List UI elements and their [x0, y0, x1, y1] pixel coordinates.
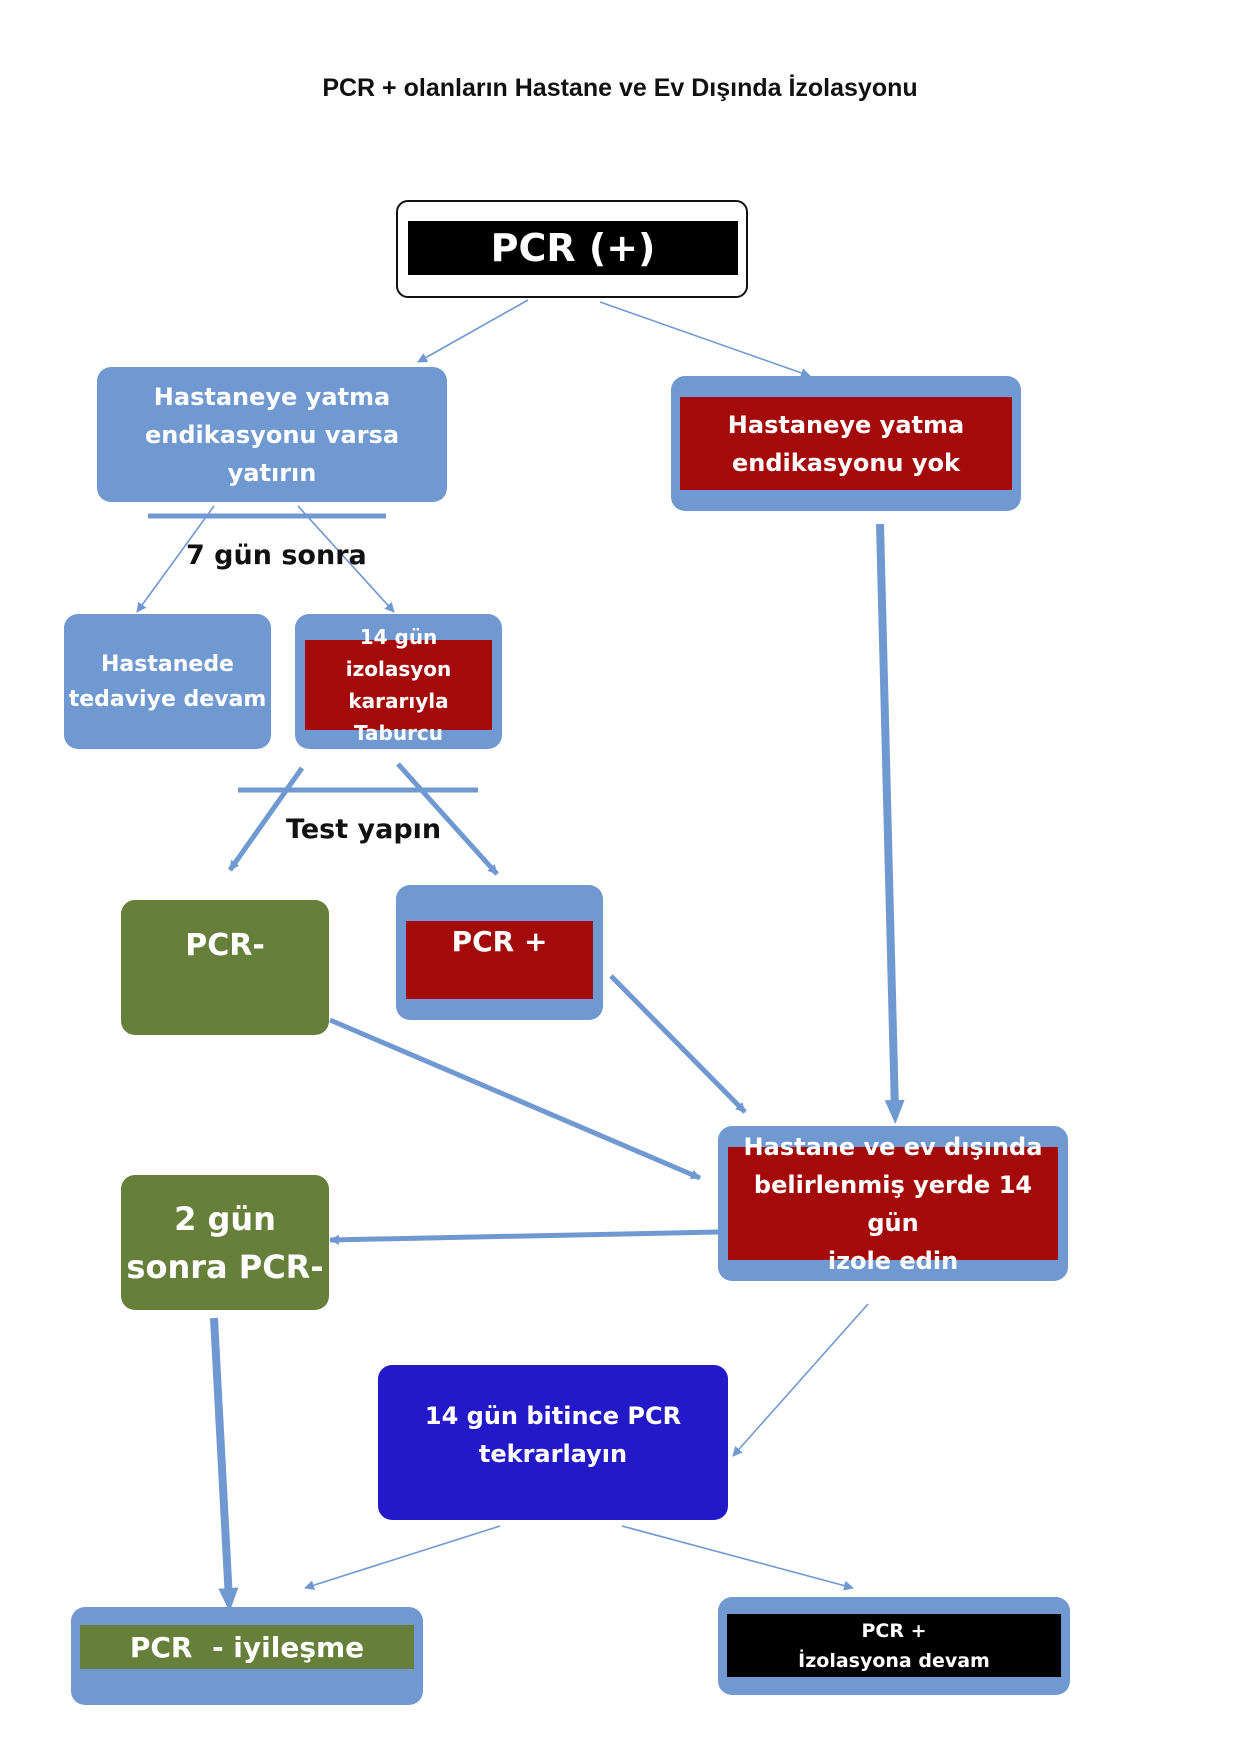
hospitalize-node: Hastaneye yatma endikasyonu varsa yatırı… [97, 367, 447, 502]
recovery-label: PCR - iyileşme [80, 1625, 414, 1669]
no-indication-label: Hastaneye yatma endikasyonu yok [680, 397, 1012, 490]
arrow-isolate-to-repeat [732, 1303, 869, 1457]
pcr-plus-node: PCR + [396, 885, 603, 1020]
arrow-no-indication-to-isolate [876, 523, 905, 1124]
pcr-negative-node: PCR- [121, 900, 329, 1035]
arrow-two-day-to-recovery [210, 1317, 239, 1612]
discharge-node: 14 gün izolasyon kararıyla Taburcu [295, 614, 502, 749]
no-indication-node: Hastaneye yatma endikasyonu yok [671, 376, 1021, 511]
arrow-hospitalize-to-discharge [297, 505, 395, 613]
two-day-negative-label: 2 gün sonra PCR- [126, 1199, 324, 1286]
page-title: PCR + olanların Hastane ve Ev Dışında İz… [322, 74, 918, 102]
continue-isolation-label: PCR + İzolasyona devam [727, 1614, 1061, 1677]
arrow-discharge-to-pcr-plus [396, 762, 499, 876]
arrow-hospitalize-to-continue [136, 505, 215, 613]
arrow-repeat-to-recovery [304, 1525, 501, 1591]
arrow-discharge-to-pcr-negative [227, 766, 305, 872]
continue-treatment-label: Hastanede tedaviye devam [68, 651, 267, 712]
two-day-negative-node: 2 gün sonra PCR- [121, 1175, 329, 1310]
repeat-pcr-node: 14 gün bitince PCR tekrarlayın [378, 1365, 728, 1520]
isolate-label: Hastane ve ev dışında belirlenmiş yerde … [728, 1133, 1058, 1275]
pcr-negative-label: PCR- [185, 928, 265, 963]
seven-days-label: 7 gün sonra [186, 540, 367, 571]
continue-isolation-node: PCR + İzolasyona devam [718, 1597, 1070, 1695]
arrow-pcr-plus-to-isolate [609, 974, 747, 1114]
recovery-node: PCR - iyileşme [71, 1607, 423, 1705]
pcr-plus-label: PCR + [406, 921, 593, 999]
arrow-pcr-to-hospitalize [417, 299, 529, 363]
thin-arrows [136, 299, 869, 1591]
arrow-pcr-to-no-indication [599, 301, 811, 378]
repeat-pcr-label: 14 gün bitince PCR tekrarlayın [424, 1402, 682, 1468]
pcr-positive-label: PCR (+) [408, 221, 738, 275]
divider-bars [148, 513, 478, 793]
arrow-pcr-negative-to-isolate [329, 1017, 701, 1181]
discharge-label: 14 gün izolasyon kararıyla Taburcu [305, 625, 492, 745]
test-label: Test yapın [286, 814, 442, 845]
continue-treatment-node: Hastanede tedaviye devam [64, 614, 271, 749]
pcr-positive-node: PCR (+) [396, 200, 748, 298]
isolate-node: Hastane ve ev dışında belirlenmiş yerde … [718, 1126, 1068, 1281]
arrow-repeat-to-continue-isolation [621, 1525, 854, 1591]
thick-arrows [210, 523, 905, 1612]
arrow-isolate-to-two-day [329, 1229, 719, 1245]
hospitalize-label: Hastaneye yatma endikasyonu varsa yatırı… [144, 382, 400, 487]
